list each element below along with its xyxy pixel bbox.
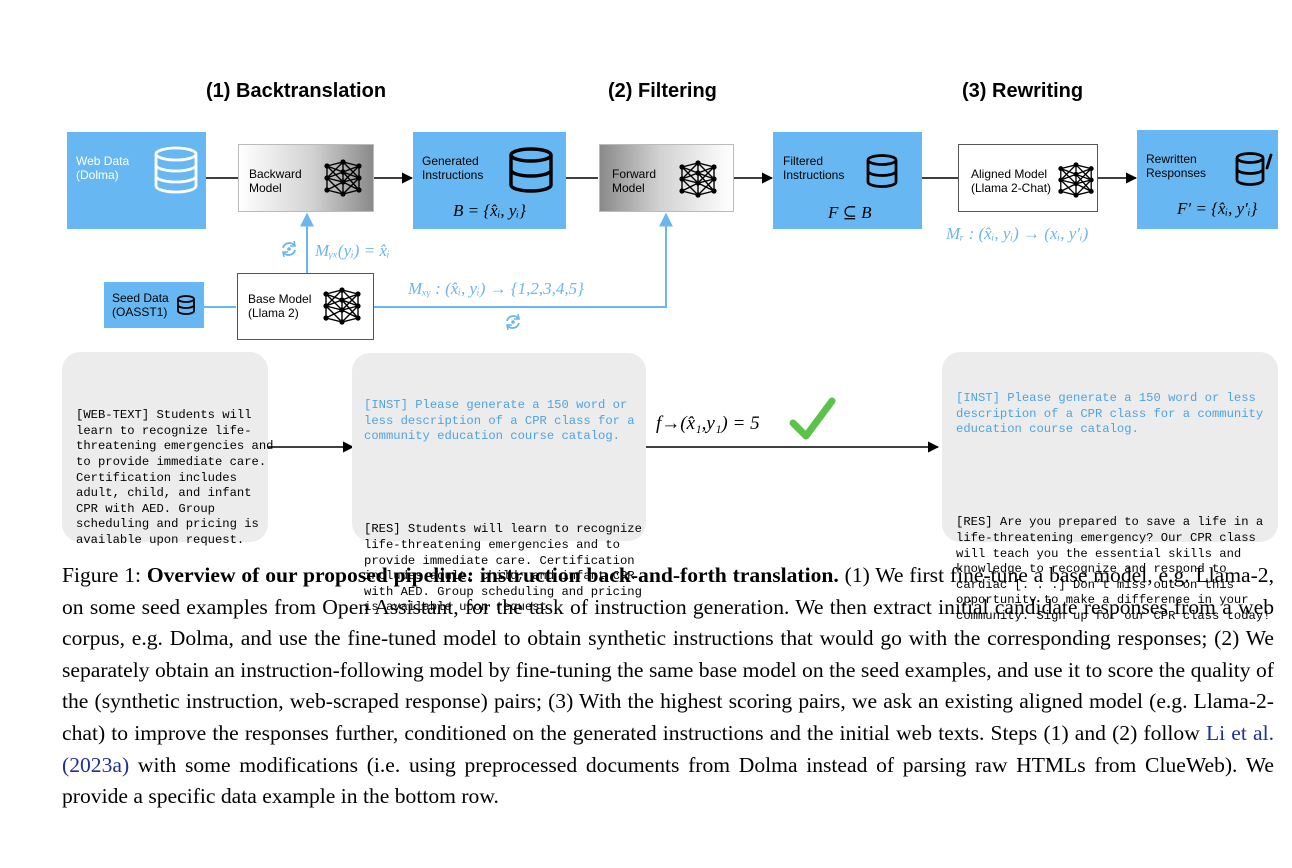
citation-author[interactable]: Li et al. — [1205, 720, 1274, 745]
rewrite-map-formula: Mᵣ : (x̂ᵢ, yᵢ) → (xᵢ, y′ᵢ) — [946, 224, 1089, 243]
database-prime-icon — [1235, 152, 1273, 186]
stage-filtering-title: (2) Filtering — [608, 80, 717, 102]
rewritten-set-formula: F′ = {x̂ᵢ, y′ᵢ} — [1177, 199, 1258, 218]
forward-map-formula: Mₓᵧ : (x̂ᵢ, yᵢ) → {1,2,3,4,5} — [408, 279, 584, 298]
score-formula: f→(x̂₁,y₁) = 5 — [656, 413, 760, 434]
citation-link[interactable]: Li et al. (2023a) — [62, 720, 1274, 777]
caption-body-end: with some modifications (i.e. using prep… — [62, 752, 1274, 809]
neural-net-icon — [324, 159, 362, 197]
forward-model-box: Forward Model — [599, 144, 734, 212]
aligned-model-label: Aligned Model — [971, 167, 1048, 181]
rewritten-res-text: [RES] Are you prepared to save a life in… — [956, 515, 1271, 623]
rewritten-example-bubble: [INST] Please generate a 150 word or les… — [942, 352, 1278, 623]
seed-data-box: Seed Data (OASST1) — [104, 282, 204, 328]
filtered-set-formula: F ⊆ B — [828, 203, 872, 222]
filtered-instructions-label: Filtered — [783, 154, 824, 168]
neural-net-icon — [1058, 162, 1094, 198]
database-icon — [509, 147, 553, 193]
web-text-content: [WEB-TEXT] Students will learn to recogn… — [76, 408, 274, 547]
backward-model-sublabel: Model — [249, 181, 282, 195]
caption-label: Figure 1: — [62, 563, 141, 587]
citation-year[interactable]: 2023a — [69, 752, 122, 777]
rewritten-inst-text: [INST] Please generate a 150 word or les… — [956, 391, 1264, 437]
web-text-bubble: [WEB-TEXT] Students will learn to recogn… — [62, 352, 273, 547]
filtered-instructions-sublabel: Instructions — [783, 168, 845, 182]
generated-res-text: [RES] Students will learn to recognize l… — [364, 522, 642, 615]
seed-data-sublabel: (OASST1) — [112, 305, 168, 319]
stage-rewriting-title: (3) Rewriting — [962, 80, 1084, 102]
neural-net-icon — [323, 287, 361, 325]
generated-instructions-sublabel: Instructions — [422, 168, 484, 182]
generated-instructions-box: Generated Instructions B = {x̂ᵢ, yᵢ} — [413, 132, 566, 229]
forward-model-sublabel: Model — [612, 181, 645, 195]
generated-instructions-label: Generated — [422, 154, 479, 168]
base-model-sublabel: (Llama 2) — [248, 306, 299, 320]
aligned-model-sublabel: (Llama 2-Chat) — [971, 181, 1052, 195]
base-model-label: Base Model — [248, 292, 312, 306]
generated-set-formula: B = {x̂ᵢ, yᵢ} — [453, 201, 526, 220]
seed-data-label: Seed Data — [112, 291, 169, 305]
backward-map-formula: Mᵧₓ(yᵢ) = x̂ᵢ — [315, 241, 390, 260]
pipeline-diagram: (1) Backtranslation (2) Filtering (3) Re… — [62, 80, 1278, 623]
forward-model-label: Forward — [612, 167, 657, 181]
stage-backtranslation-title: (1) Backtranslation — [206, 80, 387, 102]
training-icon — [282, 240, 296, 258]
backward-model-box: Backward Model — [238, 144, 374, 212]
training-icon — [506, 313, 520, 331]
connector-arrows — [204, 172, 1138, 453]
web-data-box: Web Data (Dolma) — [67, 132, 206, 229]
generated-example-bubble: [INST] Please generate a 150 word or les… — [352, 353, 646, 614]
rewritten-responses-sublabel: Responses — [1146, 166, 1207, 180]
caption-title: Overview of our proposed pipeline: instr… — [146, 563, 839, 587]
figure-caption: Figure 1: Overview of our proposed pipel… — [62, 560, 1274, 813]
database-icon — [154, 146, 198, 194]
database-icon — [866, 154, 898, 188]
neural-net-icon — [679, 160, 717, 198]
database-icon — [177, 295, 195, 315]
aligned-model-box: Aligned Model (Llama 2-Chat) — [958, 144, 1098, 212]
base-model-box: Base Model (Llama 2) — [237, 273, 374, 340]
generated-inst-text: [INST] Please generate a 150 word or les… — [364, 398, 635, 444]
web-data-sublabel: (Dolma) — [76, 168, 119, 182]
check-icon — [789, 397, 836, 440]
backward-model-label: Backward — [249, 167, 302, 181]
rewritten-responses-label: Rewritten — [1146, 152, 1197, 166]
rewritten-responses-box: Rewritten Responses F′ = {x̂ᵢ, y′ᵢ} — [1137, 130, 1278, 229]
web-data-label: Web Data — [76, 154, 130, 168]
filtered-instructions-box: Filtered Instructions F ⊆ B — [773, 132, 922, 229]
caption-body: (1) We first fine-tune a base model, e.g… — [62, 563, 1274, 745]
